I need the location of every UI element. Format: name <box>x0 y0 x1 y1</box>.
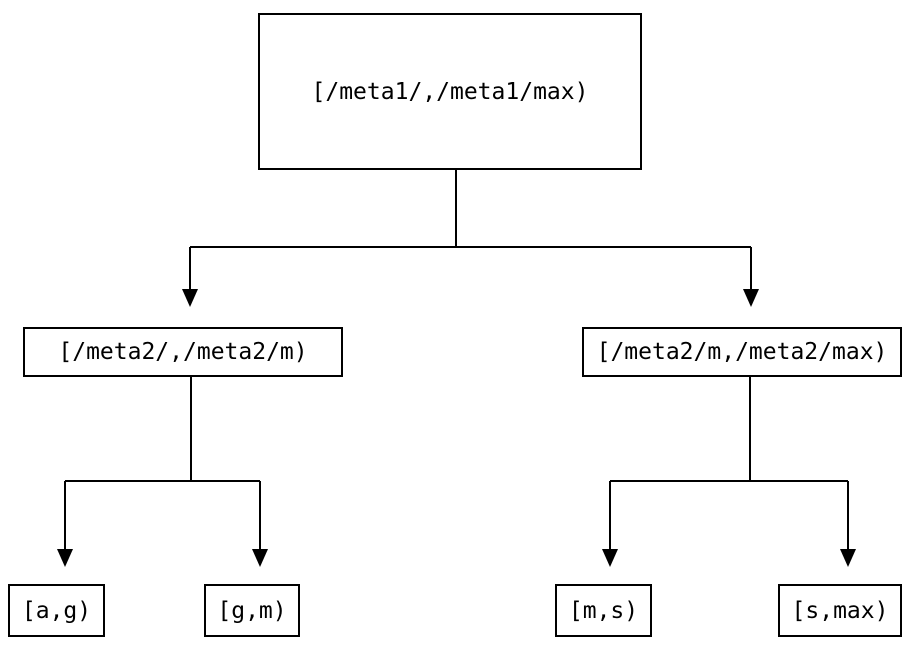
node-leaf-g-m: [g,m) <box>204 584 300 637</box>
node-leaf-a-g: [a,g) <box>8 584 105 637</box>
arrowhead-to-leaf-gm <box>252 549 268 567</box>
edge-right-mid-to-children <box>609 377 849 550</box>
edge-root-to-children <box>189 170 752 290</box>
edge-left-mid-to-children <box>64 377 261 550</box>
node-root-range: [/meta1/,/meta1/max) <box>258 13 642 170</box>
arrowhead-to-right-mid <box>743 289 759 307</box>
arrowhead-to-leaf-ag <box>57 549 73 567</box>
node-leaf-s-max: [s,max) <box>778 584 902 637</box>
node-right-meta2-range: [/meta2/m,/meta2/max) <box>582 327 902 377</box>
node-leaf-m-s: [m,s) <box>555 584 652 637</box>
node-left-meta2-range: [/meta2/,/meta2/m) <box>23 327 343 377</box>
arrowhead-to-left-mid <box>182 289 198 307</box>
arrowhead-to-leaf-smax <box>840 549 856 567</box>
arrowhead-to-leaf-ms <box>602 549 618 567</box>
